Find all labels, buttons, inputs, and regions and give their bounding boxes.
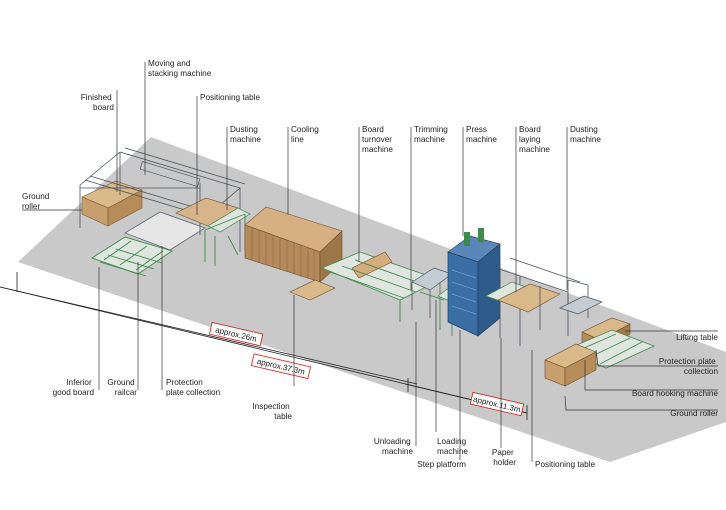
label-inferior-good-board: Inferior good board [53, 378, 95, 397]
label-positioning-table-top: Positioning table [200, 93, 261, 102]
ground-railcar-graphic [90, 236, 174, 277]
label-board-hooking: Board hooking machine [632, 389, 718, 398]
label-step-platform: Step platform [417, 460, 466, 469]
label-inspection-table: Inspection table [252, 402, 292, 421]
turnover-conveyor [320, 251, 442, 322]
label-positioning-table-bottom: Positioning table [535, 460, 596, 469]
label-press-machine: Press machine [466, 125, 497, 144]
label-loading-machine: Loading machine [437, 437, 468, 456]
press-machine-graphic [447, 228, 501, 337]
label-ground-roller-right: Ground roller [670, 409, 718, 418]
label-protection-plate-left: Protection plate collection [166, 378, 221, 397]
label-cooling-line: Cooling line [291, 125, 321, 144]
labels: Moving and stacking machine Finished boa… [22, 59, 718, 469]
inspection-table-graphic [289, 279, 336, 301]
label-board-turnover: Board turnover machine [362, 125, 394, 154]
label-ground-roller-left: Ground roller [22, 192, 52, 211]
ground-roller-right-stack [544, 343, 597, 387]
board-laying-graphic [495, 257, 581, 336]
label-moving-stacking: Moving and stacking machine [148, 59, 212, 78]
label-unloading-machine: Unloading machine [374, 437, 414, 456]
label-trimming-machine: Trimming machine [414, 125, 450, 144]
label-dusting-machine-2: Dusting machine [570, 125, 601, 144]
label-board-laying: Board laying machine [519, 125, 550, 154]
label-paper-holder: Paper holder [492, 448, 516, 467]
label-finished-board: Finished board [81, 93, 115, 112]
leader-lines [22, 62, 718, 462]
label-ground-railcar: Ground railcar [107, 378, 137, 397]
dusting-machine-right [559, 279, 603, 318]
line-equipment [79, 147, 656, 387]
label-lifting-table: Lifting table [676, 333, 718, 342]
label-dusting-machine-1: Dusting machine [230, 125, 261, 144]
label-protection-plate-right: Protection plate collection [659, 357, 719, 376]
